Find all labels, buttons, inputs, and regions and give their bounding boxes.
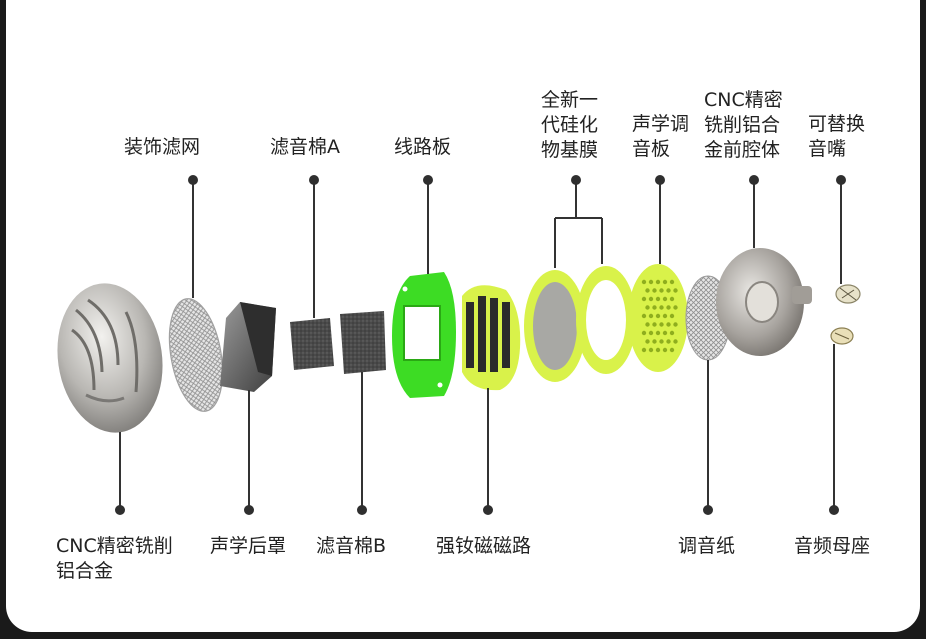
label-foam-b: 滤音棉B [316, 535, 387, 557]
foam-a-component [290, 318, 334, 370]
nozzle-component [835, 284, 861, 304]
label-acoustic-plate: 声学调 音板 [632, 113, 690, 160]
label-rear-cover: 声学后罩 [210, 535, 287, 557]
label-shell: CNC精密铣削 铝合金 [56, 535, 173, 582]
shell-component [57, 283, 163, 433]
label-foam-a: 滤音棉A [270, 136, 340, 158]
leader-lines [115, 175, 846, 515]
rear-cover-component [220, 302, 276, 392]
label-front-cavity: CNC精密 铣削铝合 金前腔体 [704, 89, 783, 161]
diagram-frame: 装饰滤网 滤音棉A 线路板 全新一 代硅化 物基膜 声学调 音板 CNC精密 铣… [6, 0, 920, 632]
socket-component [830, 327, 854, 345]
label-damping-paper: 调音纸 [678, 535, 736, 557]
foam-b-component [340, 311, 386, 374]
pcb-component [392, 272, 456, 398]
decor-mesh-component [168, 298, 224, 412]
diaphragm-component [524, 266, 636, 382]
exploded-view-diagram [57, 175, 861, 515]
label-decor-mesh: 装饰滤网 [124, 136, 201, 158]
magnet-component [462, 285, 521, 391]
label-pcb: 线路板 [394, 136, 452, 158]
label-nozzle: 可替换 音嘴 [808, 113, 866, 160]
label-diaphragm: 全新一 代硅化 物基膜 [541, 89, 599, 161]
acoustic-plate-component [628, 264, 688, 372]
label-socket: 音频母座 [794, 535, 871, 557]
front-cavity-component [716, 248, 812, 356]
label-magnet: 强钕磁磁路 [436, 535, 532, 557]
